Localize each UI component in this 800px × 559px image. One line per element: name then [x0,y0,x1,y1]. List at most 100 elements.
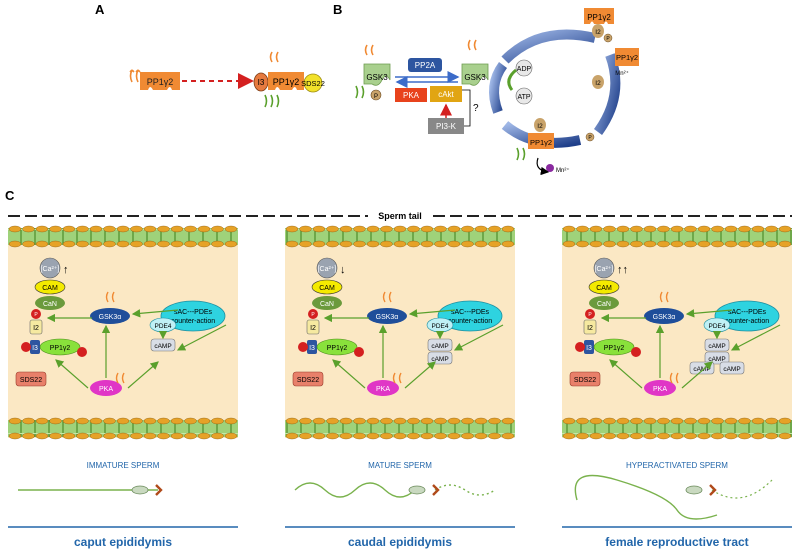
lipid-head [366,432,380,440]
sac-label: counter-action [448,318,492,325]
lipid-head [616,240,630,248]
lipid-head [778,240,792,248]
lipid-head [589,417,603,425]
cam-label: CAM [42,285,58,292]
i2-top-label: I2 [595,29,601,36]
lipid-head [562,417,576,425]
pka-node [90,380,122,396]
pka-node [644,380,676,396]
lipid-head [22,432,35,440]
gsk3a-node [367,308,407,324]
lipid-head [393,225,407,233]
cell-panel: [Ca²⁺]↑CAMCaNGSK3αsAC---PDEscounter-acti… [8,225,238,549]
i2-node [306,319,320,335]
lipid-head [143,225,157,233]
lipid-head [8,240,22,248]
camp-label: cAMP [708,343,725,350]
cycle-top-arc [501,29,597,64]
pathway-arrow [609,359,643,389]
lipid-head [474,432,488,440]
lipid-head [8,225,22,233]
i2-right-label: I2 [595,80,601,87]
camp-label: cAMP [431,356,448,363]
lipid-head [738,240,751,248]
pathway-arrow [730,324,781,351]
calcium-label: [Ca²⁺] [41,266,60,273]
lipid-head [488,225,501,233]
lipid-head [22,225,35,233]
pp1-node [39,338,81,356]
lipid-head [170,432,184,440]
pathway-arrow [55,359,89,389]
lipid-head [603,432,616,440]
lipid-head [89,240,103,248]
cell-panel: [Ca²⁺]↑↑CAMCaNGSK3αsAC---PDEscounter-act… [562,225,792,549]
gsk3-right-shape [461,63,489,86]
i3-label: I3 [586,345,592,352]
cakt-shape [430,86,462,102]
i2-bottom [534,118,546,132]
panel-b: GSK3 P PP2A PKA cAkt PI3-K ? GSK3 ADP AT… [355,8,639,176]
pka-shape-b [395,88,427,102]
lipid-head [130,417,143,425]
sac-node [160,300,226,332]
lipid-head [380,225,393,233]
lipid-head [765,417,778,425]
pathway-arrow [127,361,159,389]
pp1-node [593,338,635,356]
cam-node [588,279,620,295]
pp1-bottom-shape [528,133,554,149]
i3-node [30,340,40,354]
lipid-head [130,432,143,440]
sds22-label-a: SDS22 [301,79,325,88]
lipid-head [697,417,711,425]
lipid-head [447,240,461,248]
camp-label: cAMP [693,366,710,373]
gsk3-left-shape [363,63,391,86]
p-label: P [588,135,592,141]
pp1-top-shape [584,8,614,24]
lipid-head [576,432,589,440]
lipid-head [170,240,184,248]
lipid-head [657,240,670,248]
pp1-bound-label: PP1γ2 [273,77,300,87]
lipid-head [339,240,353,248]
mn-label: Mn²⁺ [615,70,629,77]
lipid-head [380,240,393,248]
release-arrow [536,157,550,176]
camp-label: cAMP [431,343,448,350]
lipid-head [488,417,501,425]
sds22-label: SDS22 [297,377,319,384]
lipid-head [589,432,603,440]
cytoplasm [285,228,515,438]
lipid-head [603,240,616,248]
lipid-head [589,240,603,248]
pathway-arrow [404,361,436,389]
cam-node [34,279,66,295]
lipid-head [285,432,299,440]
pp1-bottom-label: PP1γ2 [530,138,552,147]
lipid-head [339,432,353,440]
can-node [312,296,342,310]
pka-node [367,380,399,396]
lipid-head [562,240,576,248]
up-arrows-icon [129,69,141,83]
gsk3a-label: GSK3α [376,314,399,321]
adp-node [515,59,533,77]
membrane [562,228,792,245]
lipid-head [299,432,312,440]
gsk3-left-label: GSK3 [366,73,388,82]
lipid-head [474,225,488,233]
i3-node [307,340,317,354]
lipid-head [407,432,420,440]
lipid-head [461,240,474,248]
pp2a-label: PP2A [415,61,436,70]
lipid-head [616,225,630,233]
phospho-node [21,342,31,352]
pp1-node [316,338,358,356]
lipid-head [434,240,447,248]
lipid-head [643,417,657,425]
p-label: P [606,36,610,42]
pde4-label: PDE4 [432,323,449,330]
lipid-head [501,417,515,425]
